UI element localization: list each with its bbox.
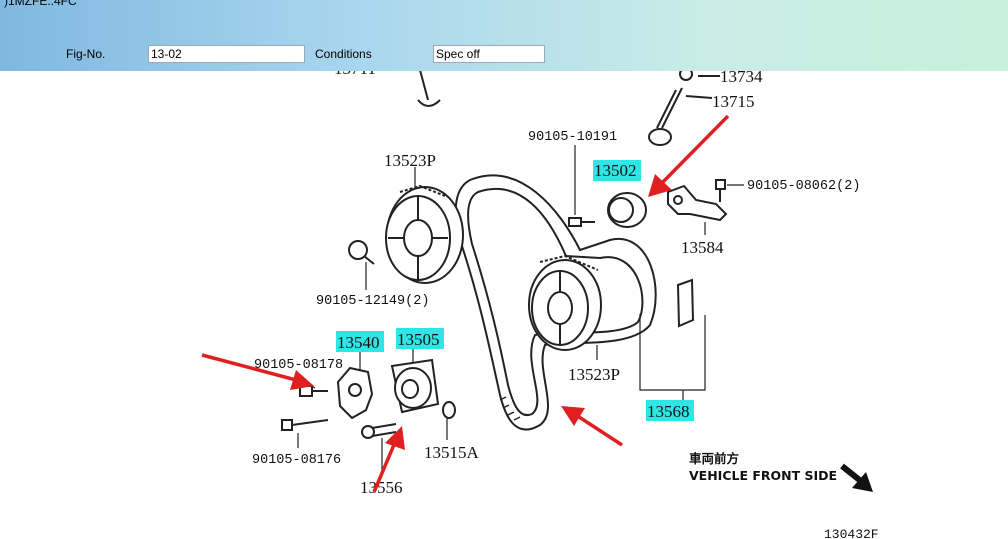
header-bar: )1MZFE..4FC Fig-No. 13-02 Conditions Spe… bbox=[0, 0, 1008, 71]
label-13556: 13556 bbox=[360, 478, 403, 497]
belt-guide bbox=[676, 278, 695, 328]
label-90105-08178: 90105-08178 bbox=[254, 358, 343, 373]
camshaft-pulley-lower bbox=[528, 254, 602, 351]
label-13523p-top: 13523P bbox=[384, 151, 436, 170]
bolt-90105-12149 bbox=[348, 240, 375, 265]
idler-pulley-13502 bbox=[607, 192, 647, 228]
annotation-arrows bbox=[201, 114, 730, 493]
window-title: )1MZFE..4FC bbox=[4, 0, 77, 8]
label-13734: 13734 bbox=[720, 67, 763, 86]
arrow-to-13556 bbox=[372, 426, 405, 493]
label-13502: 13502 bbox=[594, 161, 637, 180]
arrow-to-belt bbox=[561, 406, 623, 447]
conditions-label: Conditions bbox=[315, 47, 372, 61]
highlight-13505 bbox=[396, 328, 444, 349]
highlight-13502 bbox=[593, 160, 641, 181]
label-90105-12149: 90105-12149(2) bbox=[316, 294, 429, 309]
valve-left bbox=[417, 69, 441, 107]
fig-no-label: Fig-No. bbox=[66, 47, 106, 61]
bolt-90105-08176 bbox=[281, 419, 329, 431]
arrow-to-13502 bbox=[648, 114, 730, 197]
tensioner-pulley-13505 bbox=[390, 358, 440, 414]
fig-no-field[interactable]: 13-02 bbox=[148, 45, 305, 63]
label-90105-08176: 90105-08176 bbox=[252, 453, 341, 468]
arrow-to-13540 bbox=[201, 353, 314, 390]
front-direction-arrow-icon bbox=[840, 463, 873, 492]
label-13540: 13540 bbox=[337, 333, 380, 352]
bolt-90105-08062 bbox=[715, 179, 726, 202]
bolt-90105-10191 bbox=[568, 217, 595, 227]
label-13715: 13715 bbox=[712, 92, 755, 111]
label-13568: 13568 bbox=[647, 402, 690, 421]
label-13515a: 13515A bbox=[424, 443, 480, 462]
highlight-13568 bbox=[646, 400, 694, 421]
label-90105-08062: 90105-08062(2) bbox=[747, 179, 860, 194]
label-13523p-bottom: 13523P bbox=[568, 365, 620, 384]
camshaft-pulley-upper bbox=[385, 184, 464, 284]
timing-belt bbox=[454, 174, 657, 431]
conditions-field[interactable]: Spec off bbox=[433, 45, 545, 63]
highlight-13540 bbox=[336, 331, 384, 352]
bracket-13584 bbox=[667, 184, 728, 222]
pin-13556 bbox=[361, 423, 397, 439]
caption-jp: 車両前方 bbox=[689, 451, 739, 466]
label-13584: 13584 bbox=[681, 238, 724, 257]
washer-13515a bbox=[442, 401, 456, 419]
caption-en: VEHICLE FRONT SIDE bbox=[689, 468, 837, 483]
valve-right bbox=[648, 67, 720, 146]
label-90105-10191: 90105-10191 bbox=[528, 130, 617, 145]
label-13505: 13505 bbox=[397, 330, 440, 349]
tensioner-arm-13540 bbox=[336, 366, 374, 420]
figure-reference: 130432F bbox=[824, 527, 879, 539]
